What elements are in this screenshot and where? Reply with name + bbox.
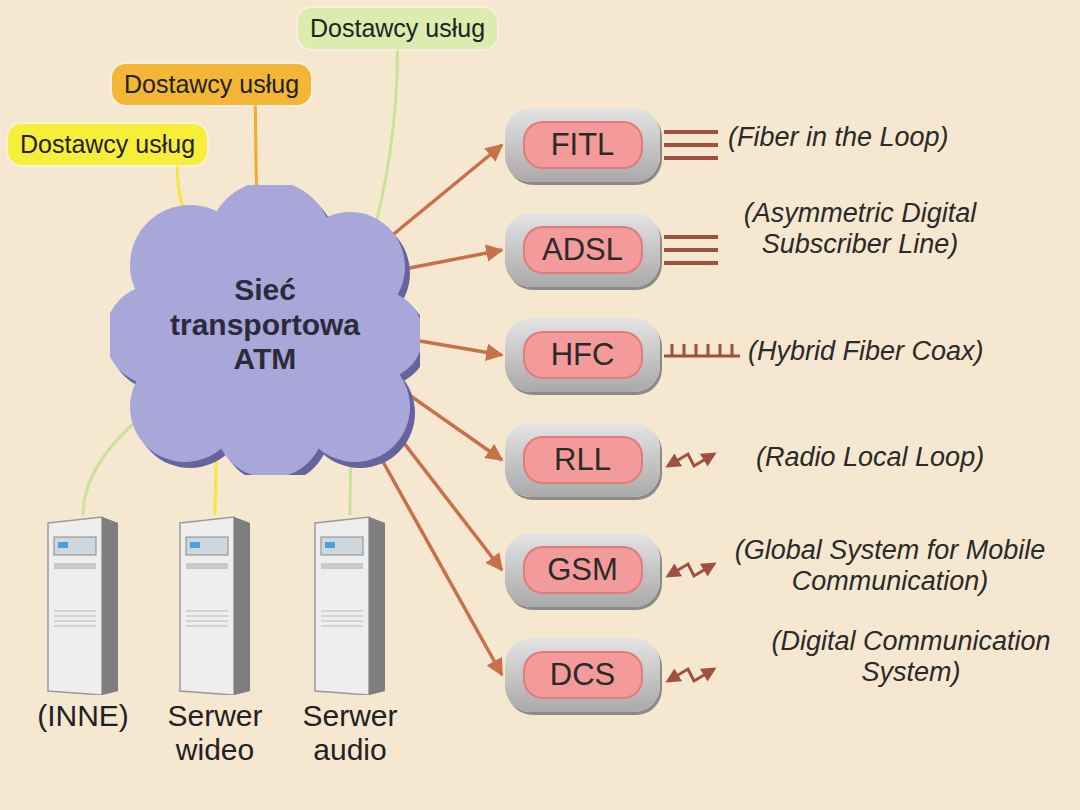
server: Serwer wideo [140,515,290,766]
access-box: GSM [505,533,660,607]
access-arrow [383,145,502,243]
node-label: DCS [523,651,643,699]
node-label: ADSL [523,226,643,274]
technology-name: (Global System for Mobile Communication) [722,535,1058,597]
server-label: Serwer wideo [140,699,290,766]
server-label: Serwer audio [275,699,425,766]
fiber-lines [664,132,718,263]
radio-bolts [668,454,714,681]
server: Serwer audio [275,515,425,766]
access-box: DCS [505,638,660,712]
provider-label: Dostawcy usług [298,8,497,49]
node-label: Sieć transportowa ATM [157,273,373,377]
access-box: RLL [505,423,660,497]
coax-comb [664,344,740,356]
server-icon [44,515,122,695]
access-box: HFC [505,318,660,392]
node-label: Dostawcy usług [20,130,195,159]
node-label: GSM [523,546,643,594]
access-box: FITL [505,108,660,182]
server-icon [176,515,254,695]
technology-name: (Hybrid Fiber Coax) [748,336,984,367]
provider-label: Dostawcy usług [8,124,207,165]
technology-name: (Radio Local Loop) [756,442,984,473]
access-box: ADSL [505,213,660,287]
technology-name: (Asymmetric Digital Subscriber Line) [720,198,1000,260]
server: (INNE) [8,515,158,733]
service-link [83,417,141,515]
technology-name: (Fiber in the Loop) [728,122,949,153]
technology-name: (Digital Communication System) [748,626,1074,688]
node-label: Dostawcy usług [310,14,485,43]
node-label: RLL [523,436,643,484]
server-label: (INNE) [8,699,158,733]
provider-label: Dostawcy usług [112,64,311,105]
node-label: Dostawcy usług [124,70,299,99]
atm-cloud: Sieć transportowa ATM [110,185,420,475]
node-label: FITL [523,121,643,169]
node-label: HFC [523,331,643,379]
server-icon [311,515,389,695]
